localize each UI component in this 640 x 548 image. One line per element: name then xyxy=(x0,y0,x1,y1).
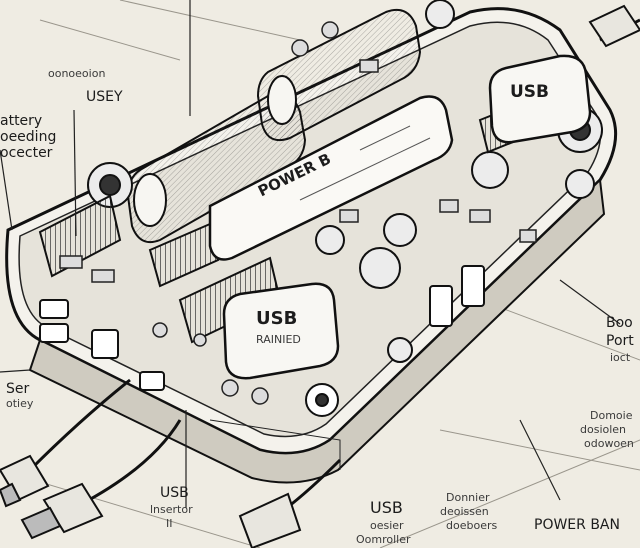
label-battery-line1: attery xyxy=(0,113,43,129)
label-usb-top-right: USB xyxy=(510,82,550,102)
usb-chip-top-right xyxy=(488,54,592,144)
label-usb-bottom-2-sub1: oesier xyxy=(370,519,404,532)
label-usb-bottom-2: USB xyxy=(370,498,403,517)
label-right-6: odowoen xyxy=(584,437,634,450)
leader-lines xyxy=(0,0,621,508)
label-battery-line3: ocecter xyxy=(0,145,53,161)
label-domnier-2: deoissen xyxy=(440,505,489,518)
usb-plugs xyxy=(0,4,640,548)
label-top-left-small: oonoeoion xyxy=(48,67,106,80)
label-usb-bottom-2-sub2: Oomroller xyxy=(356,533,411,546)
small-components xyxy=(59,21,537,405)
usb-chip-center xyxy=(222,282,340,380)
label-left-ser: Ser xyxy=(6,381,30,397)
label-usey: USEY xyxy=(86,89,123,105)
label-usb-bottom-1: USB xyxy=(160,485,189,501)
label-battery-line2: oeeding xyxy=(0,129,57,145)
label-domnier-1: Donnier xyxy=(446,491,490,504)
label-power-bank: POWER BAN xyxy=(534,517,620,533)
label-usb-center: USB xyxy=(256,308,298,329)
label-right-1: Boo xyxy=(606,315,633,331)
label-left-ser-sub: otiey xyxy=(6,397,34,410)
label-usb-bottom-1-sub1: lnsertor xyxy=(150,503,193,516)
label-usb-bottom-1-sub2: II xyxy=(166,517,173,530)
label-right-2: Port xyxy=(606,333,634,349)
label-right-5: dosiolen xyxy=(580,423,627,436)
side-ports xyxy=(39,265,485,391)
power-chip xyxy=(208,95,454,261)
label-right-3: ioct xyxy=(610,351,631,364)
label-usb-center-sub: RAINIED xyxy=(256,333,301,346)
battery-cells xyxy=(126,8,422,244)
label-right-4: Domoie xyxy=(590,409,633,422)
label-domnier-3: doeboers xyxy=(446,519,498,532)
